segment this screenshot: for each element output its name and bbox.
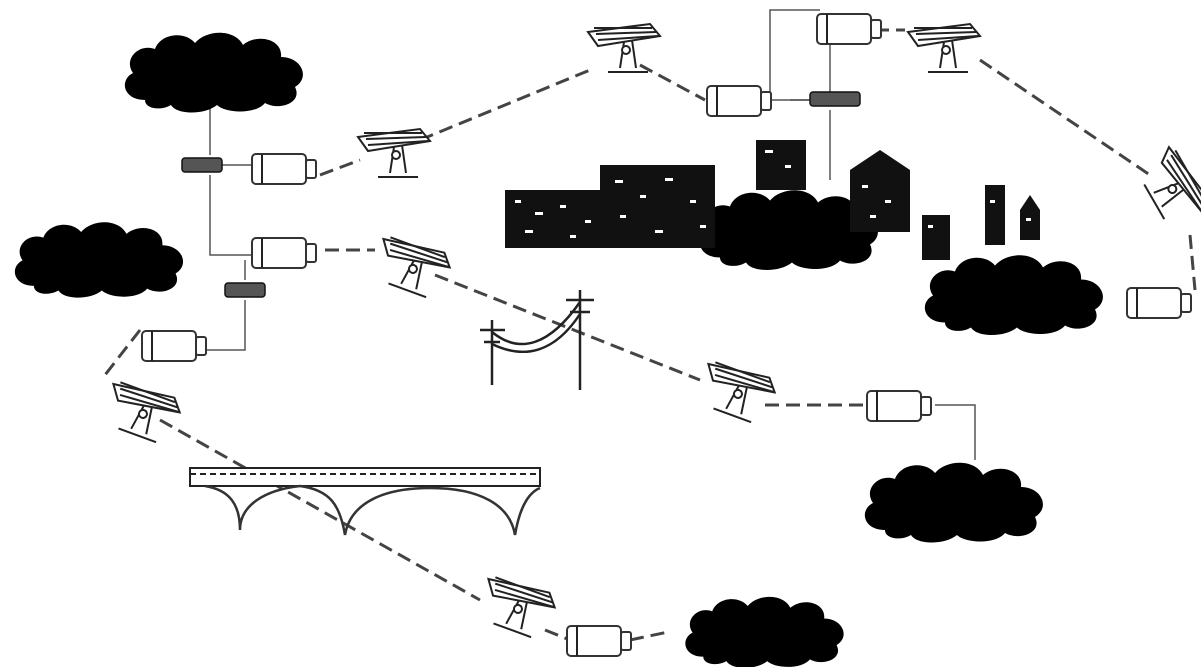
network-label-6: 6-tarmoq xyxy=(901,482,1009,511)
switches xyxy=(181,91,861,298)
network-label-1: 1-tarmoq xyxy=(160,53,268,82)
bridge xyxy=(189,467,541,536)
transceivers xyxy=(141,13,1192,657)
network-label-2: 2-tarmoq xyxy=(36,246,144,275)
power-poles xyxy=(480,290,594,390)
network-label-5: 5-tarmoq xyxy=(961,274,1069,303)
city-buildings xyxy=(505,140,1040,260)
network-label-3: 3-tarmoq xyxy=(712,610,820,639)
radio-links xyxy=(103,28,1197,642)
network-label-4: 4-tarmoq xyxy=(724,212,832,241)
